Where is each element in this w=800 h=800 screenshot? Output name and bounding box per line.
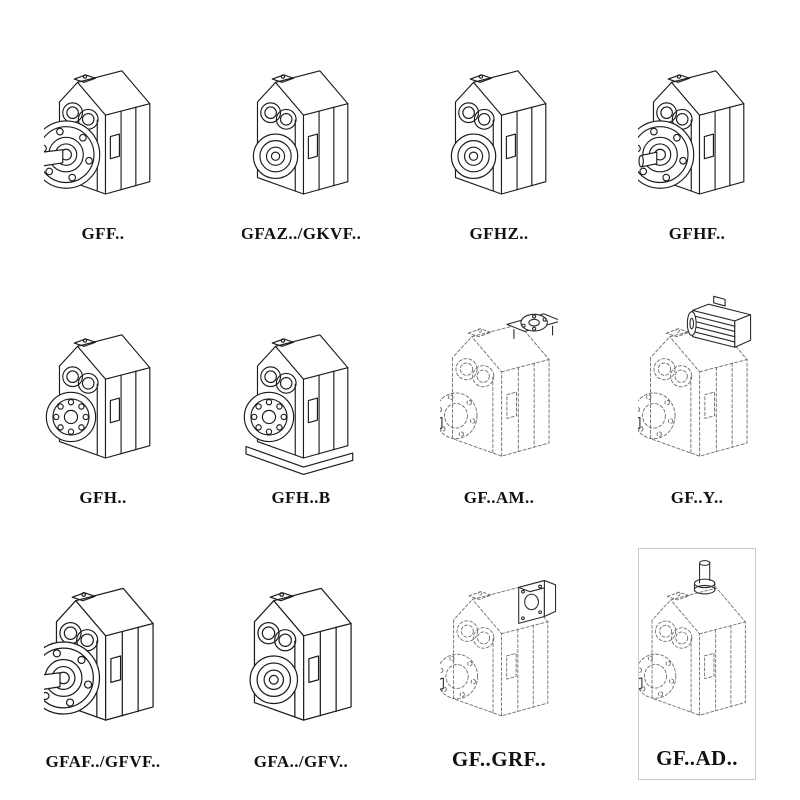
motor-mounted-gearbox-drawing xyxy=(638,284,756,486)
model-label-gfhz: GFHZ.. xyxy=(469,224,529,243)
model-label-gf-y: GF..Y.. xyxy=(670,488,724,507)
model-label-gfaz-gkvf: GFAZ../GKVF.. xyxy=(242,224,360,243)
model-label-gfaf-gfvf: GFAF../GFVF.. xyxy=(45,752,161,771)
catalog-item-gfhf: GFHF.. xyxy=(638,20,756,252)
hollow-shaft-gearbox-drawing xyxy=(440,33,558,222)
motor-adapter-flange-gearbox-drawing xyxy=(440,284,558,486)
catalog-item-gfh-b: GFH..B xyxy=(242,284,360,516)
model-label-gf-grf: GF..GRF.. xyxy=(451,747,547,771)
catalog-item-gfaf-gfvf: GFAF../GFVF.. xyxy=(44,548,162,780)
catalog-item-gfaz-gkvf: GFAZ../GKVF.. xyxy=(242,20,360,252)
input-flange-block-gearbox-drawing xyxy=(440,548,558,745)
catalog-item-gfh: GFH.. xyxy=(44,284,162,516)
model-label-gfhf: GFHF.. xyxy=(668,224,726,243)
catalog-item-gfhz: GFHZ.. xyxy=(440,20,558,252)
catalog-item-gfa-gfv: GFA../GFV.. xyxy=(242,548,360,780)
model-label-gf-am: GF..AM.. xyxy=(463,488,535,507)
catalog-item-gf-am: GF..AM.. xyxy=(440,284,558,516)
top-input-shaft-gearbox-drawing xyxy=(638,549,756,744)
model-label-gfh: GFH.. xyxy=(79,488,127,507)
flange-gearbox-drawing xyxy=(638,33,756,222)
hollow-bore-gearbox-large-drawing xyxy=(242,548,360,750)
flange-shaft-gearbox-drawing xyxy=(44,33,162,222)
model-label-gfh-b: GFH..B xyxy=(271,488,331,507)
flange-shaft-gearbox-large-drawing xyxy=(44,548,162,750)
catalog-item-gff: GFF.. xyxy=(44,20,162,252)
catalog-item-gf-ad: GF..AD.. xyxy=(638,548,756,780)
hollow-bore-gearbox-drawing xyxy=(242,33,360,222)
catalog-item-gf-grf: GF..GRF.. xyxy=(440,548,558,780)
model-label-gf-ad: GF..AD.. xyxy=(656,746,738,770)
shaft-mounted-gearbox-drawing xyxy=(44,297,162,486)
foot-mounted-gearbox-drawing xyxy=(242,297,360,486)
model-label-gff: GFF.. xyxy=(81,224,125,243)
model-label-gfa-gfv: GFA../GFV.. xyxy=(253,752,349,771)
catalog-item-gf-y: GF..Y.. xyxy=(638,284,756,516)
